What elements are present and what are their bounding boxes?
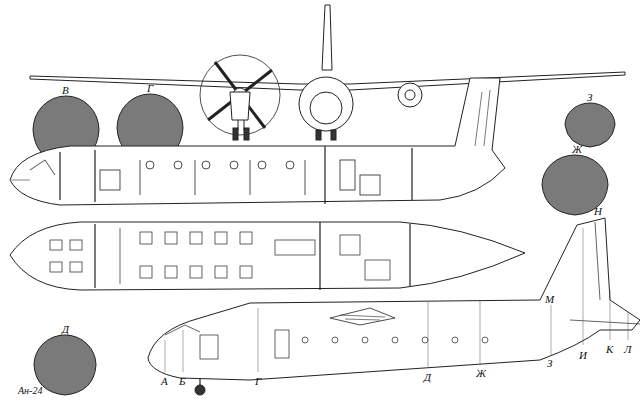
section-letter: К bbox=[606, 344, 613, 355]
section-letter: Л bbox=[624, 344, 631, 355]
section-letter: З bbox=[587, 92, 592, 103]
section-letter: Ж bbox=[572, 144, 582, 155]
section-letter: Б bbox=[179, 376, 186, 387]
section-letter: Д bbox=[62, 324, 69, 335]
section-letter: З bbox=[547, 358, 552, 369]
section-letter: А bbox=[161, 376, 168, 387]
section-letter: Г bbox=[255, 376, 261, 387]
section-letter: В bbox=[62, 85, 69, 96]
section-letter: Н bbox=[594, 206, 602, 217]
section-letter: Ж bbox=[476, 368, 486, 379]
section-letter: Г bbox=[147, 83, 153, 94]
caption: Ан-24 bbox=[18, 386, 42, 396]
section-letter: И bbox=[579, 350, 587, 361]
section-letter: Д bbox=[424, 372, 431, 383]
section-letter: М bbox=[545, 294, 554, 305]
